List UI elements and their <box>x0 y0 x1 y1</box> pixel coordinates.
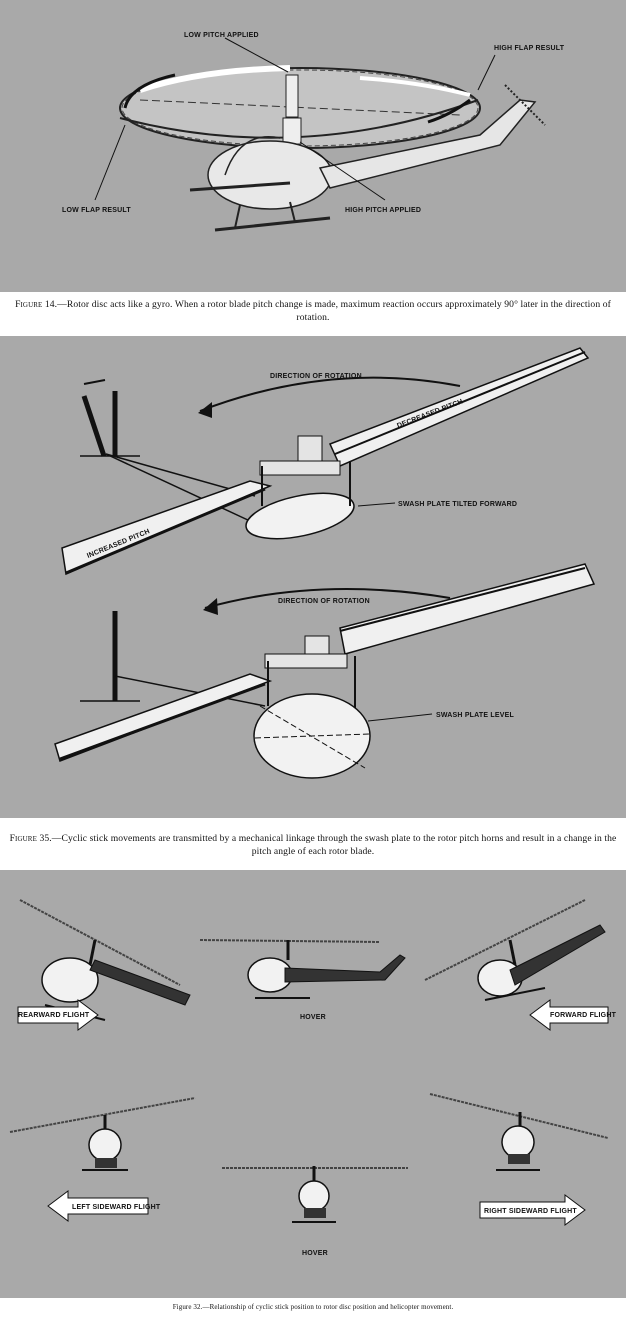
rotation-arrow-bottom <box>204 588 451 609</box>
blade-right-level <box>339 563 596 655</box>
label-low-flap-result: LOW FLAP RESULT <box>62 207 131 214</box>
arrow-left-sideward <box>47 1190 149 1222</box>
figure-14-caption-text: 14.—Rotor disc acts like a gyro. When a … <box>44 299 611 323</box>
label-rearward-flight: REARWARD FLIGHT <box>18 1012 90 1019</box>
figure-35-caption: Figure 35.—Cyclic stick movements are tr… <box>8 832 618 858</box>
label-swash-plate-level: SWASH PLATE LEVEL <box>436 712 514 719</box>
figure-35-caption-text: 35.—Cyclic stick movements are transmitt… <box>39 833 617 857</box>
figure-32-caption: Figure 32.—Relationship of cyclic stick … <box>172 1303 454 1311</box>
swash-plate-tilted <box>245 492 355 540</box>
figure-32-illustration: REARWARD FLIGHT HOVER FORWARD FLIGHT <box>0 870 626 1298</box>
figure-14-caption-prefix: Figure <box>15 299 43 310</box>
figure-14-drawing: LOW PITCH APPLIED HIGH FLAP RESULT LOW F… <box>62 32 565 232</box>
helicopter-hover-bottom <box>222 1166 408 1223</box>
helicopter-hover-top <box>199 939 406 999</box>
label-forward-flight: FORWARD FLIGHT <box>550 1012 617 1019</box>
arrow-rearward <box>17 999 99 1031</box>
helicopter-rearward-flight <box>19 899 191 1021</box>
helicopter-right-sideward <box>429 1093 609 1171</box>
label-left-sideward-flight: LEFT SIDEWARD FLIGHT <box>72 1204 161 1211</box>
rotation-arrow-top <box>199 376 461 412</box>
figure-32-drawing: REARWARD FLIGHT HOVER FORWARD FLIGHT <box>9 899 617 1257</box>
label-hover-top: HOVER <box>300 1014 326 1021</box>
label-direction-of-rotation-bottom: DIRECTION OF ROTATION <box>278 598 370 605</box>
figure-35-drawing: DIRECTION OF ROTATION DECREASED PITCH IN… <box>54 347 596 779</box>
tail-boom <box>318 99 537 189</box>
label-high-flap-result: HIGH FLAP RESULT <box>494 45 565 52</box>
helicopter-forward-flight <box>424 899 606 1001</box>
figure-14-illustration: LOW PITCH APPLIED HIGH FLAP RESULT LOW F… <box>0 0 626 292</box>
label-hover-bottom: HOVER <box>302 1250 328 1257</box>
arrow-right-sideward <box>479 1194 586 1226</box>
label-direction-of-rotation-top: DIRECTION OF ROTATION <box>270 373 362 380</box>
arrow-forward <box>529 999 609 1031</box>
label-swash-plate-tilted: SWASH PLATE TILTED FORWARD <box>398 501 517 508</box>
label-high-pitch-applied: HIGH PITCH APPLIED <box>345 207 421 214</box>
figure-14-caption: Figure 14.—Rotor disc acts like a gyro. … <box>8 298 618 324</box>
helicopter-left-sideward <box>9 1097 196 1171</box>
figure-35-caption-prefix: Figure <box>9 833 37 844</box>
label-right-sideward-flight: RIGHT SIDEWARD FLIGHT <box>484 1208 577 1215</box>
label-low-pitch-applied: LOW PITCH APPLIED <box>184 32 259 39</box>
figure-35-illustration: DIRECTION OF ROTATION DECREASED PITCH IN… <box>0 336 626 818</box>
